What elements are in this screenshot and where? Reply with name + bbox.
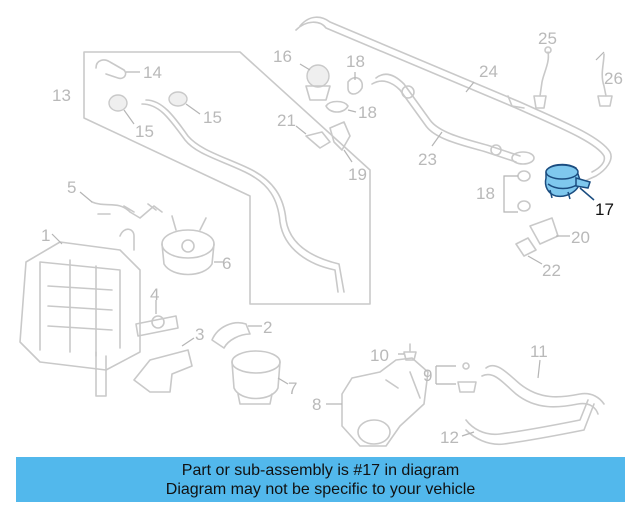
- part-7-pump: [231, 350, 289, 405]
- banner-line-disclaimer: Diagram may not be specific to your vehi…: [165, 481, 476, 498]
- part-19-bracket: [329, 121, 353, 163]
- callout-17: 17: [595, 200, 614, 219]
- hose-group-box: [83, 51, 371, 305]
- callout-5: 5: [67, 178, 76, 197]
- callout-4: 4: [150, 285, 159, 304]
- callout-20: 20: [571, 228, 590, 247]
- callout-1: 1: [41, 226, 50, 245]
- callout-24: 24: [479, 62, 498, 81]
- part-10-bolt: [398, 343, 417, 361]
- callout-10: 10: [370, 346, 389, 365]
- part-9-fasteners: [435, 362, 477, 393]
- callout-18-top: 18: [346, 52, 365, 71]
- callout-18-mid: 18: [358, 103, 377, 122]
- part-11-hose: [481, 359, 605, 415]
- callout-18-right: 18: [476, 184, 495, 203]
- callout-22: 22: [542, 261, 561, 280]
- part-4-valve: [135, 300, 179, 337]
- callout-8: 8: [312, 395, 321, 414]
- callout-11: 11: [530, 342, 548, 361]
- callout-19: 19: [348, 165, 367, 184]
- callout-7: 7: [288, 379, 297, 398]
- part-17-highlighted-valve[interactable]: [544, 163, 595, 201]
- callout-12: 12: [440, 428, 459, 447]
- callout-3: 3: [195, 325, 204, 344]
- part-12-hose: [461, 399, 595, 446]
- part-3-bracket: [133, 337, 195, 393]
- callout-2: 2: [263, 318, 272, 337]
- part-8-bracket: [326, 357, 429, 447]
- callout-25: 25: [538, 29, 557, 48]
- callout-6: 6: [222, 254, 231, 273]
- callout-13: 13: [52, 86, 71, 105]
- part-14-elbow: [95, 59, 140, 80]
- callout-9: 9: [423, 366, 432, 385]
- part-15-clamp-right: [168, 91, 201, 115]
- part-21-bracket: [295, 125, 331, 149]
- vent-hose: [141, 99, 345, 293]
- callout-23: 23: [418, 150, 437, 169]
- callout-26: 26: [604, 69, 623, 88]
- callout-14: 14: [143, 63, 162, 82]
- part-2-elbow: [211, 322, 262, 349]
- part-23-hose: [371, 73, 521, 163]
- part-18-top: [347, 72, 364, 95]
- callout-15-right: 15: [203, 108, 222, 127]
- part-5-harness: [79, 191, 163, 219]
- part-1-canister: [19, 228, 141, 397]
- callout-16: 16: [273, 47, 292, 66]
- part-15-clamp-left: [108, 94, 135, 125]
- part-6-pump: [161, 215, 224, 276]
- part-25-sensor: [533, 46, 552, 109]
- callout-21: 21: [277, 111, 296, 130]
- part-24-pipe: [295, 16, 612, 185]
- part-18-gasket-right-top: [503, 151, 535, 213]
- callout-15-left: 15: [135, 122, 154, 141]
- part-18-gasket-mid: [325, 100, 357, 113]
- part-26-sensor: [595, 51, 613, 107]
- part-16-valve: [299, 63, 331, 101]
- info-banner: Part or sub-assembly is #17 in diagram D…: [16, 457, 625, 502]
- part-22-bracket: [515, 237, 543, 265]
- banner-line-part-reference: Part or sub-assembly is #17 in diagram: [181, 462, 460, 479]
- part-20-bracket: [529, 217, 570, 245]
